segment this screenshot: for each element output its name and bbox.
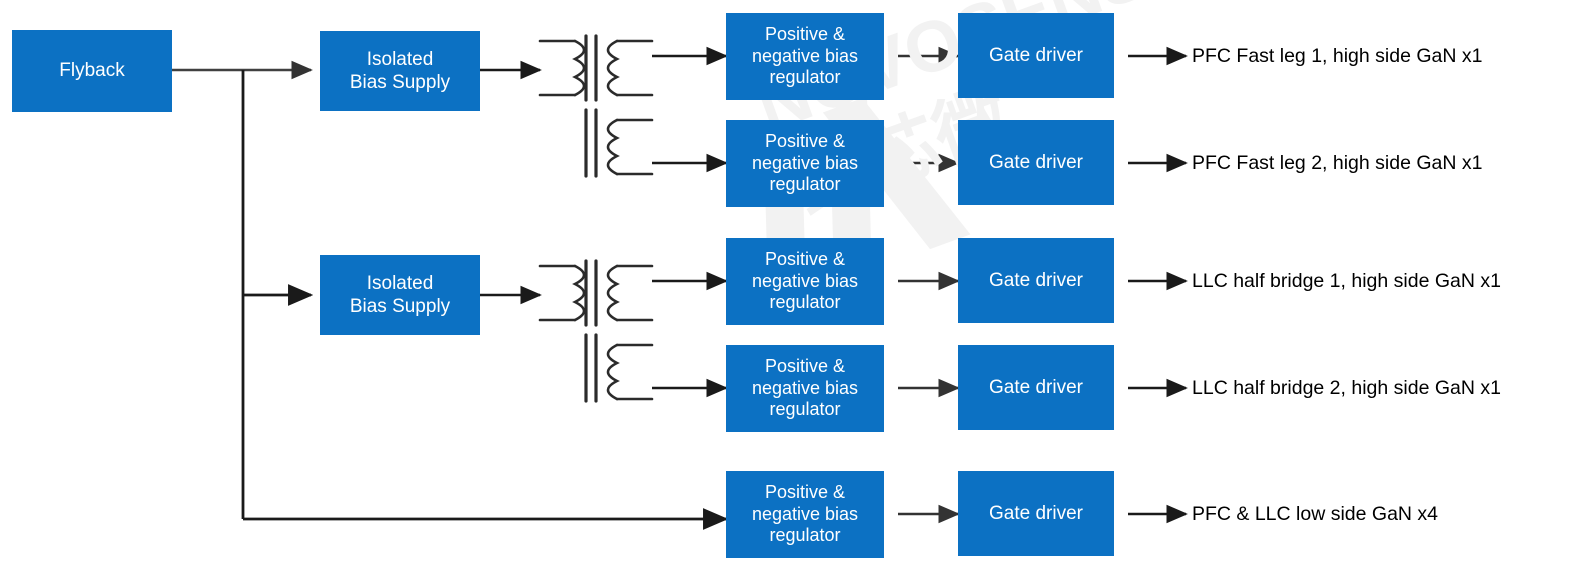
gate-driver-box-4[interactable]: Gate driver [958, 345, 1114, 430]
flyback-box[interactable]: Flyback [12, 30, 172, 112]
regulator-1-line2: negative bias [751, 45, 859, 66]
isolated-bias-supply-2-box[interactable]: Isolated Bias Supply [320, 255, 480, 335]
regulator-2-line1: Positive & [764, 130, 846, 151]
output-2-text: PFC Fast leg 2, high side GaN x1 [1192, 151, 1483, 174]
transformer-2-symbol [538, 259, 654, 403]
regulator-box-4[interactable]: Positive & negative bias regulator [726, 345, 884, 432]
transformer-1-symbol [538, 34, 654, 178]
gate-driver-1-label: Gate driver [989, 44, 1083, 66]
gate-driver-3-label: Gate driver [989, 269, 1083, 291]
regulator-1-line3: regulator [769, 67, 841, 88]
regulator-4-line2: negative bias [751, 377, 859, 398]
output-5-text: PFC & LLC low side GaN x4 [1192, 502, 1439, 525]
regulator-3-line1: Positive & [764, 248, 846, 269]
output-label-5: PFC & LLC low side GaN x4 [1192, 500, 1438, 528]
output-label-1: PFC Fast leg 1, high side GaN x1 [1192, 42, 1482, 70]
output-3-text: LLC half bridge 1, high side GaN x1 [1192, 269, 1501, 292]
regulator-4-line3: regulator [769, 399, 841, 420]
output-label-3: LLC half bridge 1, high side GaN x1 [1192, 267, 1501, 295]
gate-driver-4-label: Gate driver [989, 376, 1083, 398]
regulator-1-line1: Positive & [764, 23, 846, 44]
output-4-text: LLC half bridge 2, high side GaN x1 [1192, 376, 1501, 399]
regulator-3-line2: negative bias [751, 270, 859, 291]
isolated-bias-supply-1-line1: Isolated [366, 48, 434, 70]
regulator-4-line1: Positive & [764, 355, 846, 376]
regulator-5-line1: Positive & [764, 481, 846, 502]
output-1-text: PFC Fast leg 1, high side GaN x1 [1192, 44, 1483, 67]
output-label-4: LLC half bridge 2, high side GaN x1 [1192, 374, 1501, 402]
gate-driver-box-5[interactable]: Gate driver [958, 471, 1114, 556]
gate-driver-box-2[interactable]: Gate driver [958, 120, 1114, 205]
regulator-box-1[interactable]: Positive & negative bias regulator [726, 13, 884, 100]
regulator-box-3[interactable]: Positive & negative bias regulator [726, 238, 884, 325]
isolated-bias-supply-2-line1: Isolated [366, 272, 434, 294]
regulator-2-line3: regulator [769, 174, 841, 195]
gate-driver-box-3[interactable]: Gate driver [958, 238, 1114, 323]
isolated-bias-supply-1-line2: Bias Supply [349, 72, 451, 93]
gate-driver-2-label: Gate driver [989, 151, 1083, 173]
flyback-label: Flyback [59, 60, 125, 82]
regulator-box-2[interactable]: Positive & negative bias regulator [726, 120, 884, 207]
regulator-3-line3: regulator [769, 292, 841, 313]
gate-driver-box-1[interactable]: Gate driver [958, 13, 1114, 98]
regulator-5-line3: regulator [769, 525, 841, 546]
output-label-2: PFC Fast leg 2, high side GaN x1 [1192, 149, 1482, 177]
regulator-5-line2: negative bias [751, 503, 859, 524]
gate-driver-5-label: Gate driver [989, 502, 1083, 524]
regulator-2-line2: negative bias [751, 152, 859, 173]
isolated-bias-supply-1-box[interactable]: Isolated Bias Supply [320, 31, 480, 111]
isolated-bias-supply-2-line2: Bias Supply [349, 296, 451, 317]
regulator-box-5[interactable]: Positive & negative bias regulator [726, 471, 884, 558]
